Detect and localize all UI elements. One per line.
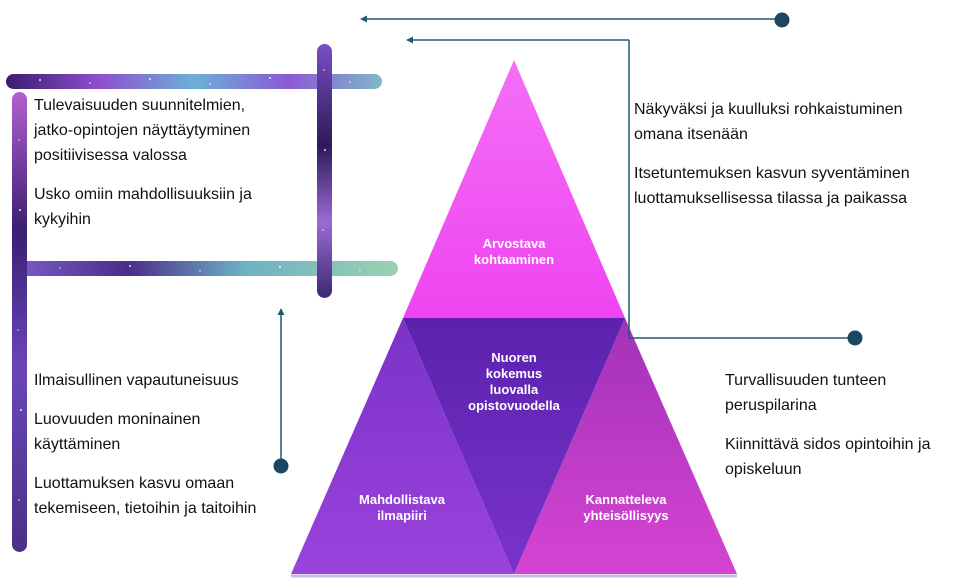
galaxy-stars — [17, 69, 361, 501]
left-upper-text: Tulevaisuuden suunnitelmien, jatko-opint… — [34, 93, 252, 232]
label-line: ilmapiiri — [377, 508, 427, 523]
label-line: kokemus — [485, 366, 543, 381]
galaxy-bar-top — [6, 74, 382, 89]
triangle-top — [403, 60, 625, 318]
triangle-right-label: Kannatteleva yhteisöllisyys — [583, 492, 668, 524]
label-line: Nuoren — [491, 350, 537, 365]
text-line: positiivisessa valossa — [34, 147, 187, 164]
right-lower-text: Turvallisuuden tunteen peruspilarina Kii… — [725, 368, 930, 482]
label-line: Kannatteleva — [585, 492, 667, 507]
text-line: jatko-opintojen näyttäytyminen — [34, 122, 251, 139]
text-line: Kiinnittävä sidos opintoihin ja — [725, 436, 931, 453]
text-line: Turvallisuuden tunteen — [725, 372, 887, 389]
text-line: kykyihin — [34, 211, 91, 228]
label-line: Mahdollistava — [359, 492, 445, 507]
text-line: Tulevaisuuden suunnitelmien, — [34, 97, 246, 114]
text-line: Näkyväksi ja kuulluksi rohkaistuminen — [634, 101, 903, 118]
label-line: yhteisöllisyys — [583, 508, 669, 523]
connector-dot-right — [847, 330, 863, 346]
arrow-head-second — [406, 36, 413, 44]
label-line: kohtaaminen — [473, 252, 555, 267]
triangle-center-label: Nuoren kokemus luovalla opistovuodella — [468, 350, 560, 414]
galaxy-bar-middle — [12, 261, 398, 276]
arrow-head-top — [360, 15, 367, 23]
galaxy-bar-right-vertical — [317, 44, 332, 298]
triangle-right — [514, 318, 737, 574]
text-line: käyttäminen — [34, 436, 121, 453]
triangle-center — [403, 318, 625, 574]
text-line: Usko omiin mahdollisuuksiin ja — [34, 186, 252, 203]
galaxy-bar-left-vertical — [12, 92, 27, 552]
label-line: luovalla — [489, 382, 539, 397]
connector-dot-left — [273, 458, 289, 474]
label-line: Arvostava — [482, 236, 546, 251]
connector-dot-top — [774, 12, 790, 28]
right-upper-text: Näkyväksi ja kuulluksi rohkaistuminen om… — [634, 97, 910, 211]
left-lower-text: Ilmaisullinen vapautuneisuus Luovuuden m… — [34, 368, 256, 521]
text-line: opiskeluun — [725, 461, 802, 478]
text-line: Ilmaisullinen vapautuneisuus — [34, 372, 239, 389]
arrow-head-up — [277, 308, 285, 315]
text-line: luottamuksellisessa tilassa ja paikassa — [634, 190, 908, 207]
text-line: Itsetuntemuksen kasvun syventäminen — [634, 165, 910, 182]
triangle-top-label: Arvostava kohtaaminen — [474, 236, 554, 268]
text-line: omana itsenään — [634, 126, 748, 143]
text-line: tekemiseen, tietoihin ja taitoihin — [34, 500, 257, 517]
label-line: opistovuodella — [468, 398, 560, 413]
triangle-left — [291, 318, 514, 574]
text-line: Luovuuden moninainen — [34, 411, 201, 428]
triangle-left-label: Mahdollistava ilmapiiri — [359, 492, 445, 524]
text-line: Luottamuksen kasvu omaan — [34, 475, 235, 492]
text-line: peruspilarina — [725, 397, 817, 414]
